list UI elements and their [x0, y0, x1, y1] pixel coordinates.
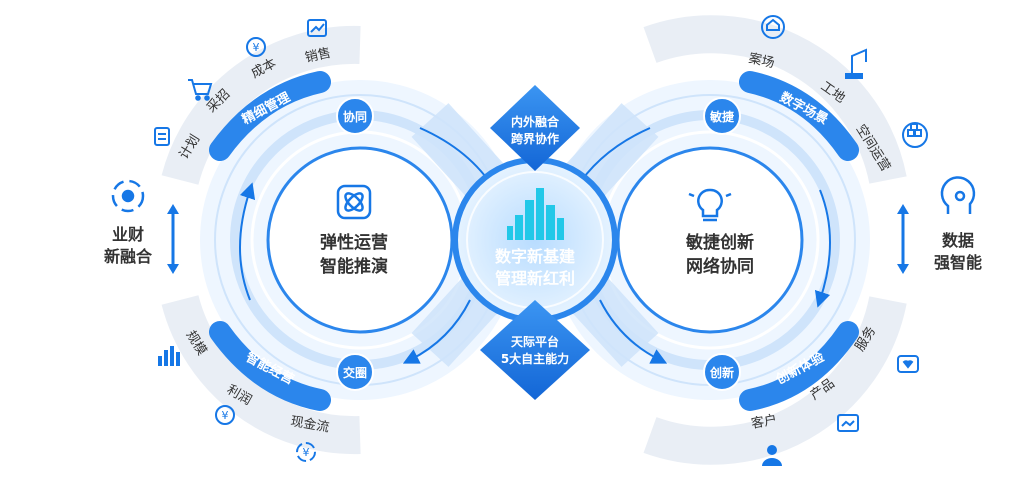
bottom-diamond-line1: 天际平台: [511, 334, 559, 349]
plan-doc-icon: [154, 127, 170, 146]
svg-text:¥: ¥: [303, 446, 310, 459]
service-heart-icon: [897, 355, 919, 373]
left-side-label: 业财 新融合: [104, 179, 179, 274]
svg-text:敏捷创新: 敏捷创新: [685, 232, 754, 253]
home-icon: [761, 15, 785, 39]
yen-bottom-icon: ¥: [215, 405, 235, 425]
left-bottom-badge: 交圈: [336, 353, 374, 391]
cubes-icon: [902, 122, 928, 148]
atom-icon: [336, 184, 372, 220]
svg-text:弹性运营: 弹性运营: [320, 232, 388, 253]
svg-text:强智能: 强智能: [934, 253, 982, 272]
svg-text:业财: 业财: [112, 225, 144, 244]
crane-icon: [845, 48, 867, 79]
svg-text:智能推演: 智能推演: [320, 256, 388, 277]
center-title-line2: 管理新红利: [495, 269, 575, 288]
cart-icon: [188, 79, 213, 101]
cycle-gear-icon: [111, 179, 145, 213]
svg-text:交圈: 交圈: [343, 365, 367, 380]
bottom-diamond: 天际平台 5大自主能力: [480, 300, 590, 400]
ring-item: 案场: [747, 51, 776, 71]
svg-text:创新: 创新: [709, 365, 734, 380]
left-outer-ring: [161, 25, 361, 455]
right-loop-center: 敏捷创新 网络协同: [685, 188, 754, 277]
left-loop-center: 弹性运营 智能推演: [320, 184, 388, 277]
top-diamond-line1: 内外融合: [511, 114, 560, 129]
product-card-icon: [837, 414, 859, 432]
right-outer-ring: [643, 15, 907, 465]
bottom-diamond-line2: 5大自主能力: [501, 351, 569, 366]
bulb-icon: [688, 188, 732, 222]
left-top-badge: 协同: [336, 97, 374, 135]
customer-icon: [762, 445, 782, 466]
yen-icon: ¥: [246, 37, 266, 57]
chart-icon: [307, 19, 327, 37]
svg-text:新融合: 新融合: [104, 247, 153, 266]
right-side-label: 数据 强智能: [897, 176, 982, 274]
svg-text:协同: 协同: [343, 109, 367, 124]
ring-item: 销售: [304, 45, 333, 66]
cash-flow-icon: ¥: [296, 442, 316, 462]
right-bottom-badge: 创新: [703, 353, 741, 391]
right-top-badge: 敏捷: [703, 97, 741, 135]
head-ai-icon: [940, 176, 976, 214]
center-title-line1: 数字新基建: [495, 247, 575, 266]
svg-text:敏捷: 敏捷: [709, 109, 735, 124]
ring-item: 客户: [750, 412, 778, 432]
svg-text:数据: 数据: [942, 231, 974, 250]
bars-icon: [158, 346, 180, 366]
ring-item: 现金流: [289, 413, 330, 436]
city-icon: [507, 188, 564, 240]
svg-text:网络协同: 网络协同: [686, 256, 754, 277]
center-hub: 数字新基建 管理新红利: [452, 157, 618, 323]
svg-text:¥: ¥: [222, 409, 229, 422]
top-diamond: 内外融合 跨界协作: [490, 85, 580, 171]
svg-text:¥: ¥: [253, 41, 260, 54]
top-diamond-line2: 跨界协作: [511, 131, 559, 146]
